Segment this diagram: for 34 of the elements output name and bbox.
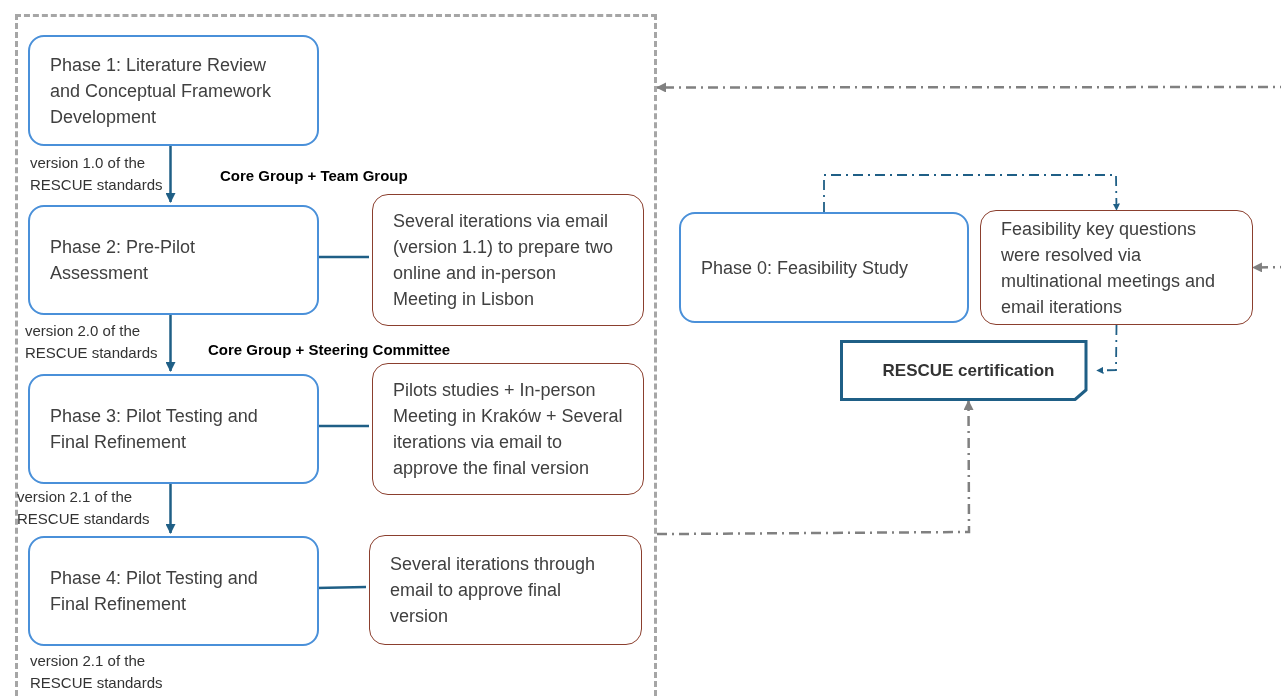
note-box <box>369 535 642 645</box>
group-label: Core Group + Steering Committee <box>208 340 452 360</box>
node-text: Phase 0: Feasibility Study <box>701 256 909 280</box>
connector-arrow <box>1096 324 1118 374</box>
version-note: version 1.0 of the RESCUE standards <box>30 153 164 195</box>
node-text: Pilots studies + In-person Meeting in Kraków + Several iterations via email to approve the final version <box>393 379 623 480</box>
node-text: Feasibility key questions were resolved via multinational meetings and email iterations <box>1001 217 1217 319</box>
node-text: Several iterations through email to approve final version <box>390 553 597 628</box>
connector-arrow <box>165 312 176 372</box>
version-note: version 2.1 of the RESCUE standards <box>17 487 151 529</box>
connector-arrow <box>165 481 176 534</box>
connector-arrow <box>823 174 1120 213</box>
node-text: Phase 1: Literature Review and Conceptual Framework Development <box>50 53 273 129</box>
connector-arrow <box>657 400 974 536</box>
dashed-group-frame <box>15 14 657 696</box>
connector-arrow <box>165 143 176 203</box>
node-text: RESCUE certification <box>882 359 1055 382</box>
phase-box <box>28 205 319 315</box>
node-text: Phase 2: Pre-Pilot Assessment <box>50 236 197 285</box>
node-text: Several iterations via email (version 1.1) to prepare two online and in-person Meeting in Lisbon <box>393 210 615 311</box>
note-box <box>980 210 1253 325</box>
version-note: version 2.1 of the RESCUE standards <box>30 651 164 693</box>
group-label: Core Group + Team Group <box>220 166 409 186</box>
phase-box <box>28 536 319 646</box>
note-box <box>372 194 644 326</box>
connector-arrow <box>1252 262 1281 273</box>
version-note: version 2.0 of the RESCUE standards <box>25 321 159 363</box>
phase-box <box>28 35 319 146</box>
phase-box <box>679 212 969 323</box>
node-text: Phase 4: Pilot Testing and Final Refinement <box>50 567 259 616</box>
connector-arrow <box>656 82 1281 93</box>
phase-box <box>28 374 319 484</box>
note-box <box>372 363 644 495</box>
node-text: Phase 3: Pilot Testing and Final Refinement <box>50 405 259 454</box>
